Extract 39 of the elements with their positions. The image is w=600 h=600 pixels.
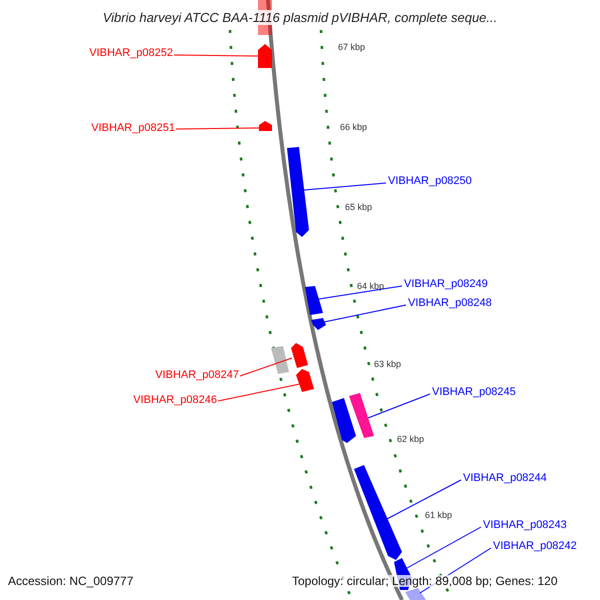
gene-label: VIBHAR_p08242: [493, 541, 577, 552]
gene-feature: [311, 318, 326, 330]
scale-label: 63 kbp: [374, 360, 402, 369]
gene-feature: [291, 343, 308, 368]
leader-line: [406, 526, 482, 568]
gene-feature: [305, 286, 323, 315]
leader-line: [176, 128, 260, 130]
leader-line: [368, 394, 430, 418]
gene-label: VIBHAR_p08248: [408, 298, 492, 309]
gene-feature: [349, 393, 374, 438]
info-text: Accession: NC_009777: [8, 575, 134, 587]
gene-label: VIBHAR_p08249: [404, 279, 488, 290]
scale-label: 65 kbp: [345, 203, 372, 212]
gene-label: VIBHAR_p08245: [432, 387, 516, 398]
gene-feature: [258, 44, 272, 68]
scale-label: 62 kbp: [397, 435, 424, 444]
gene-label: VIBHAR_p08251: [91, 123, 175, 134]
leader-line: [218, 384, 300, 402]
info-text: Topology: circular; Length: 89,008 bp; Genes: 120: [292, 575, 558, 587]
scale-label: 67 kbp: [338, 43, 366, 52]
gene-feature: [259, 121, 272, 131]
gene-label: VIBHAR_p08243: [483, 520, 567, 531]
gene-feature: [354, 465, 402, 560]
leader-line: [384, 480, 462, 520]
leader-line: [304, 182, 386, 190]
gene-label: VIBHAR_p08250: [388, 176, 472, 187]
gene-label: VIBHAR_p08246: [133, 395, 217, 406]
gene-feature: [296, 369, 314, 392]
scale-label: 66 kbp: [340, 123, 368, 132]
scale-label: 61 kbp: [425, 511, 452, 520]
gene-label: VIBHAR_p08252: [89, 48, 173, 59]
gene-feature: [287, 147, 309, 237]
leader-line: [318, 286, 402, 300]
gene-label: VIBHAR_p08244: [463, 473, 547, 484]
gene-label: VIBHAR_p08247: [155, 370, 239, 381]
scale-label: 64 kbp: [357, 282, 384, 291]
leader-line: [174, 54, 258, 56]
leader-line: [240, 358, 292, 376]
leader-line: [324, 304, 406, 322]
